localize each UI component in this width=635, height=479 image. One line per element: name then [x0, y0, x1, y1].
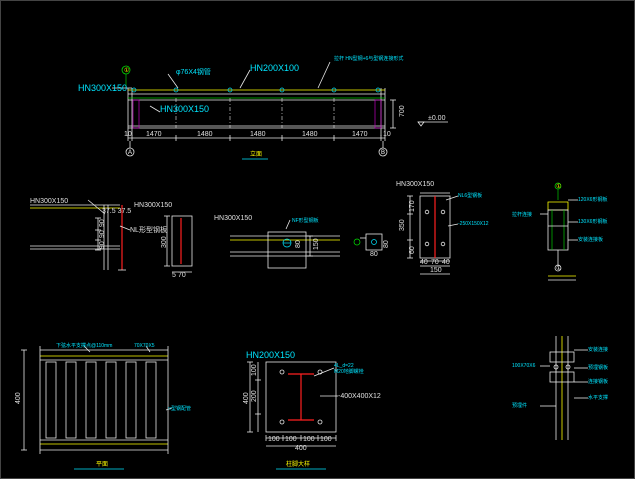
- detail1b-dim-w2: 70: [178, 272, 186, 279]
- detail2-dim-1: 80: [295, 240, 302, 248]
- detail-3-end-plate: HN300X150 NL6型钢板 -250X150X12 350 170 60 …: [396, 181, 489, 275]
- elevation-view: ① HN300X150 φ76X4钢管 HN200X100 拉杆 HN型钢+6与…: [78, 55, 448, 160]
- detail3-dim-total: 150: [430, 267, 442, 274]
- baseplate-dim-v-3: 100: [251, 364, 258, 376]
- detail5-note-1: 安装连接: [588, 346, 608, 353]
- baseplate-dim-h-1: 100: [268, 436, 280, 443]
- detail1b-dim-w: 5: [172, 272, 176, 279]
- detail4-bottom-mark: ①: [556, 265, 561, 272]
- detail1-dim-2: 90: [99, 230, 106, 238]
- detail3-beam-label: HN300X150: [396, 181, 434, 188]
- detail4-note2: 130X6形钢板: [578, 218, 607, 225]
- baseplate-dim-v-1: 400: [243, 392, 250, 404]
- detail-1b-section: 300 5 70: [161, 215, 193, 279]
- elev-rod-label: φ76X4钢管: [176, 67, 211, 76]
- detail1-dim-3: 90: [99, 241, 106, 249]
- baseplate-dim-h-3: 100: [303, 436, 315, 443]
- detail5-note-4: 水平支撑: [588, 394, 608, 401]
- baseplate-title: 柱脚大样: [286, 460, 310, 468]
- detail2-note: NF形型钢板: [292, 217, 319, 224]
- baseplate-dim-h-4: 100: [320, 436, 332, 443]
- detail5-left-note-1: 100X70X6: [512, 363, 536, 369]
- detail1-beam-label: HN300X150: [30, 198, 68, 205]
- elev-span-dim-4: 1480: [302, 131, 318, 138]
- detail3-dim-v-2: 170: [409, 200, 416, 212]
- elev-note-label: 拉杆 HN型钢+6与型钢连接形式: [334, 55, 403, 62]
- plan-view: 400 下弦水平支撑点@110mm 70X70X5 □型钢配管 平面: [15, 342, 191, 470]
- plan-height-dim: 400: [15, 392, 22, 404]
- elev-title: 立面: [250, 150, 262, 158]
- detail4-note1: 120X6形钢板: [578, 196, 607, 203]
- detail4-note3: 拉杆连接: [512, 211, 532, 218]
- elev-level-mark: ±0.00: [428, 115, 446, 122]
- elev-span-dim-5: 1470: [352, 131, 368, 138]
- grid-bubble-b: B: [381, 150, 385, 156]
- baseplate-dim-v-2: 200: [251, 390, 258, 402]
- detail2-beam-label: HN300X150: [214, 215, 252, 222]
- grid-bubble-a: A: [128, 150, 132, 156]
- detail5-note-3: 连接钢板: [588, 378, 608, 385]
- elev-span-dim-1: 1470: [146, 131, 162, 138]
- baseplate-beam-label: HN200X150: [246, 350, 295, 360]
- elev-lower-label: HN300X150: [160, 104, 209, 114]
- detail1b-dim-h: 300: [161, 236, 168, 248]
- elev-height-dim: 700: [399, 105, 406, 117]
- axis-top-label: ①: [124, 67, 129, 74]
- baseplate-plate-label: -400X400X12: [338, 393, 381, 400]
- detail3-dim-h-2: 70: [431, 259, 439, 266]
- baseplate-bolt2-label: M20地脚螺栓: [334, 368, 364, 375]
- baseplate-dim-total: 400: [295, 445, 307, 452]
- elev-span-dim-2: 1480: [197, 131, 213, 138]
- detail3-note2: -250X150X12: [458, 221, 489, 227]
- detail5-note-2: 预埋钢板: [588, 364, 608, 371]
- elev-span-dim-3: 1480: [250, 131, 266, 138]
- detail-4-column-top: ① 拉杆连接 120X6形钢板 130X6形钢板 安装连接板 ①: [512, 182, 607, 281]
- detail1-dim-1: 90: [99, 219, 106, 227]
- plan-note2: 70X70X5: [134, 343, 155, 349]
- elev-end-dim-left: 10: [124, 131, 132, 138]
- detail3-dim-h-3: 40: [442, 259, 450, 266]
- detail1-stiff-label: NL形型钢板: [130, 225, 167, 234]
- detail2b-dim-h: 80: [383, 240, 390, 248]
- baseplate-dim-h-2: 100: [285, 436, 297, 443]
- detail5-left-note-2: 预埋件: [512, 402, 527, 409]
- detail1-beam2-label: HN300X150: [134, 202, 172, 209]
- detail-2b-plate: 80 80: [353, 233, 390, 258]
- plan-title: 平面: [96, 461, 108, 468]
- detail3-note1: NL6型钢板: [458, 192, 482, 199]
- elev-end-dim-right: 10: [383, 131, 391, 138]
- detail3-dim-h-1: 40: [420, 259, 428, 266]
- elev-beam-label: HN200X100: [250, 63, 299, 73]
- detail-2-rod-connection: HN300X150 NF形型钢板 80 150: [214, 215, 340, 269]
- detail3-dim-v-1: 350: [399, 219, 406, 231]
- elev-left-label: HN300X150: [78, 83, 127, 93]
- plan-note3: □型钢配管: [168, 405, 191, 412]
- detail3-dim-v-3: 60: [409, 246, 416, 254]
- plan-note1: 下弦水平支撑点@110mm: [56, 342, 112, 349]
- baseplate-bolt-label: 4L_d=22: [334, 363, 354, 369]
- base-plate-detail: HN200X150 4L_d=22 M20地脚螺栓 -400X400X12 40…: [243, 350, 381, 470]
- detail-5-column-base: 安装连接 预埋钢板 连接钢板 水平支撑 100X70X6 预埋件: [512, 336, 608, 440]
- detail2b-dim-w: 80: [370, 251, 378, 258]
- detail2-dim-2: 150: [313, 238, 320, 250]
- detail1-rod-label: 37.5 37.5: [102, 208, 131, 215]
- detail4-note4: 安装连接板: [578, 236, 603, 243]
- detail4-top-mark: ①: [556, 183, 561, 190]
- detail-1-beam-connection: HN300X150 HN300X150 37.5 37.5 NL形型钢板 90 …: [30, 198, 172, 271]
